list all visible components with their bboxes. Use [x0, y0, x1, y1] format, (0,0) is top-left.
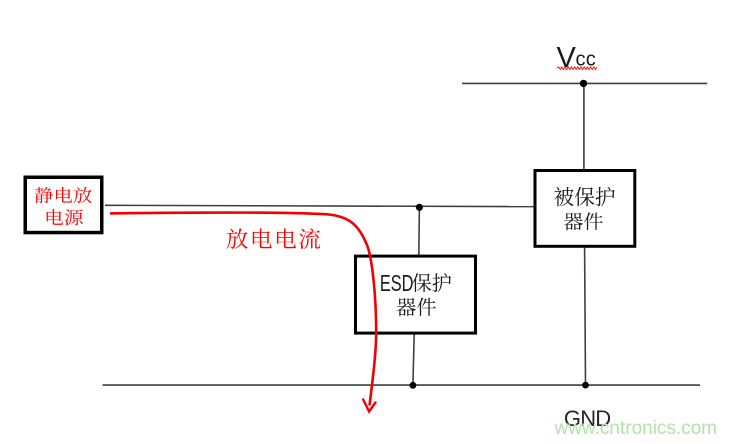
svg-text:ESD: ESD [380, 271, 414, 296]
svg-text:cc: cc [576, 49, 597, 71]
svg-text:www.cntronics.com: www.cntronics.com [554, 418, 718, 439]
svg-text:V: V [557, 42, 577, 74]
svg-text:GND: GND [564, 406, 611, 431]
